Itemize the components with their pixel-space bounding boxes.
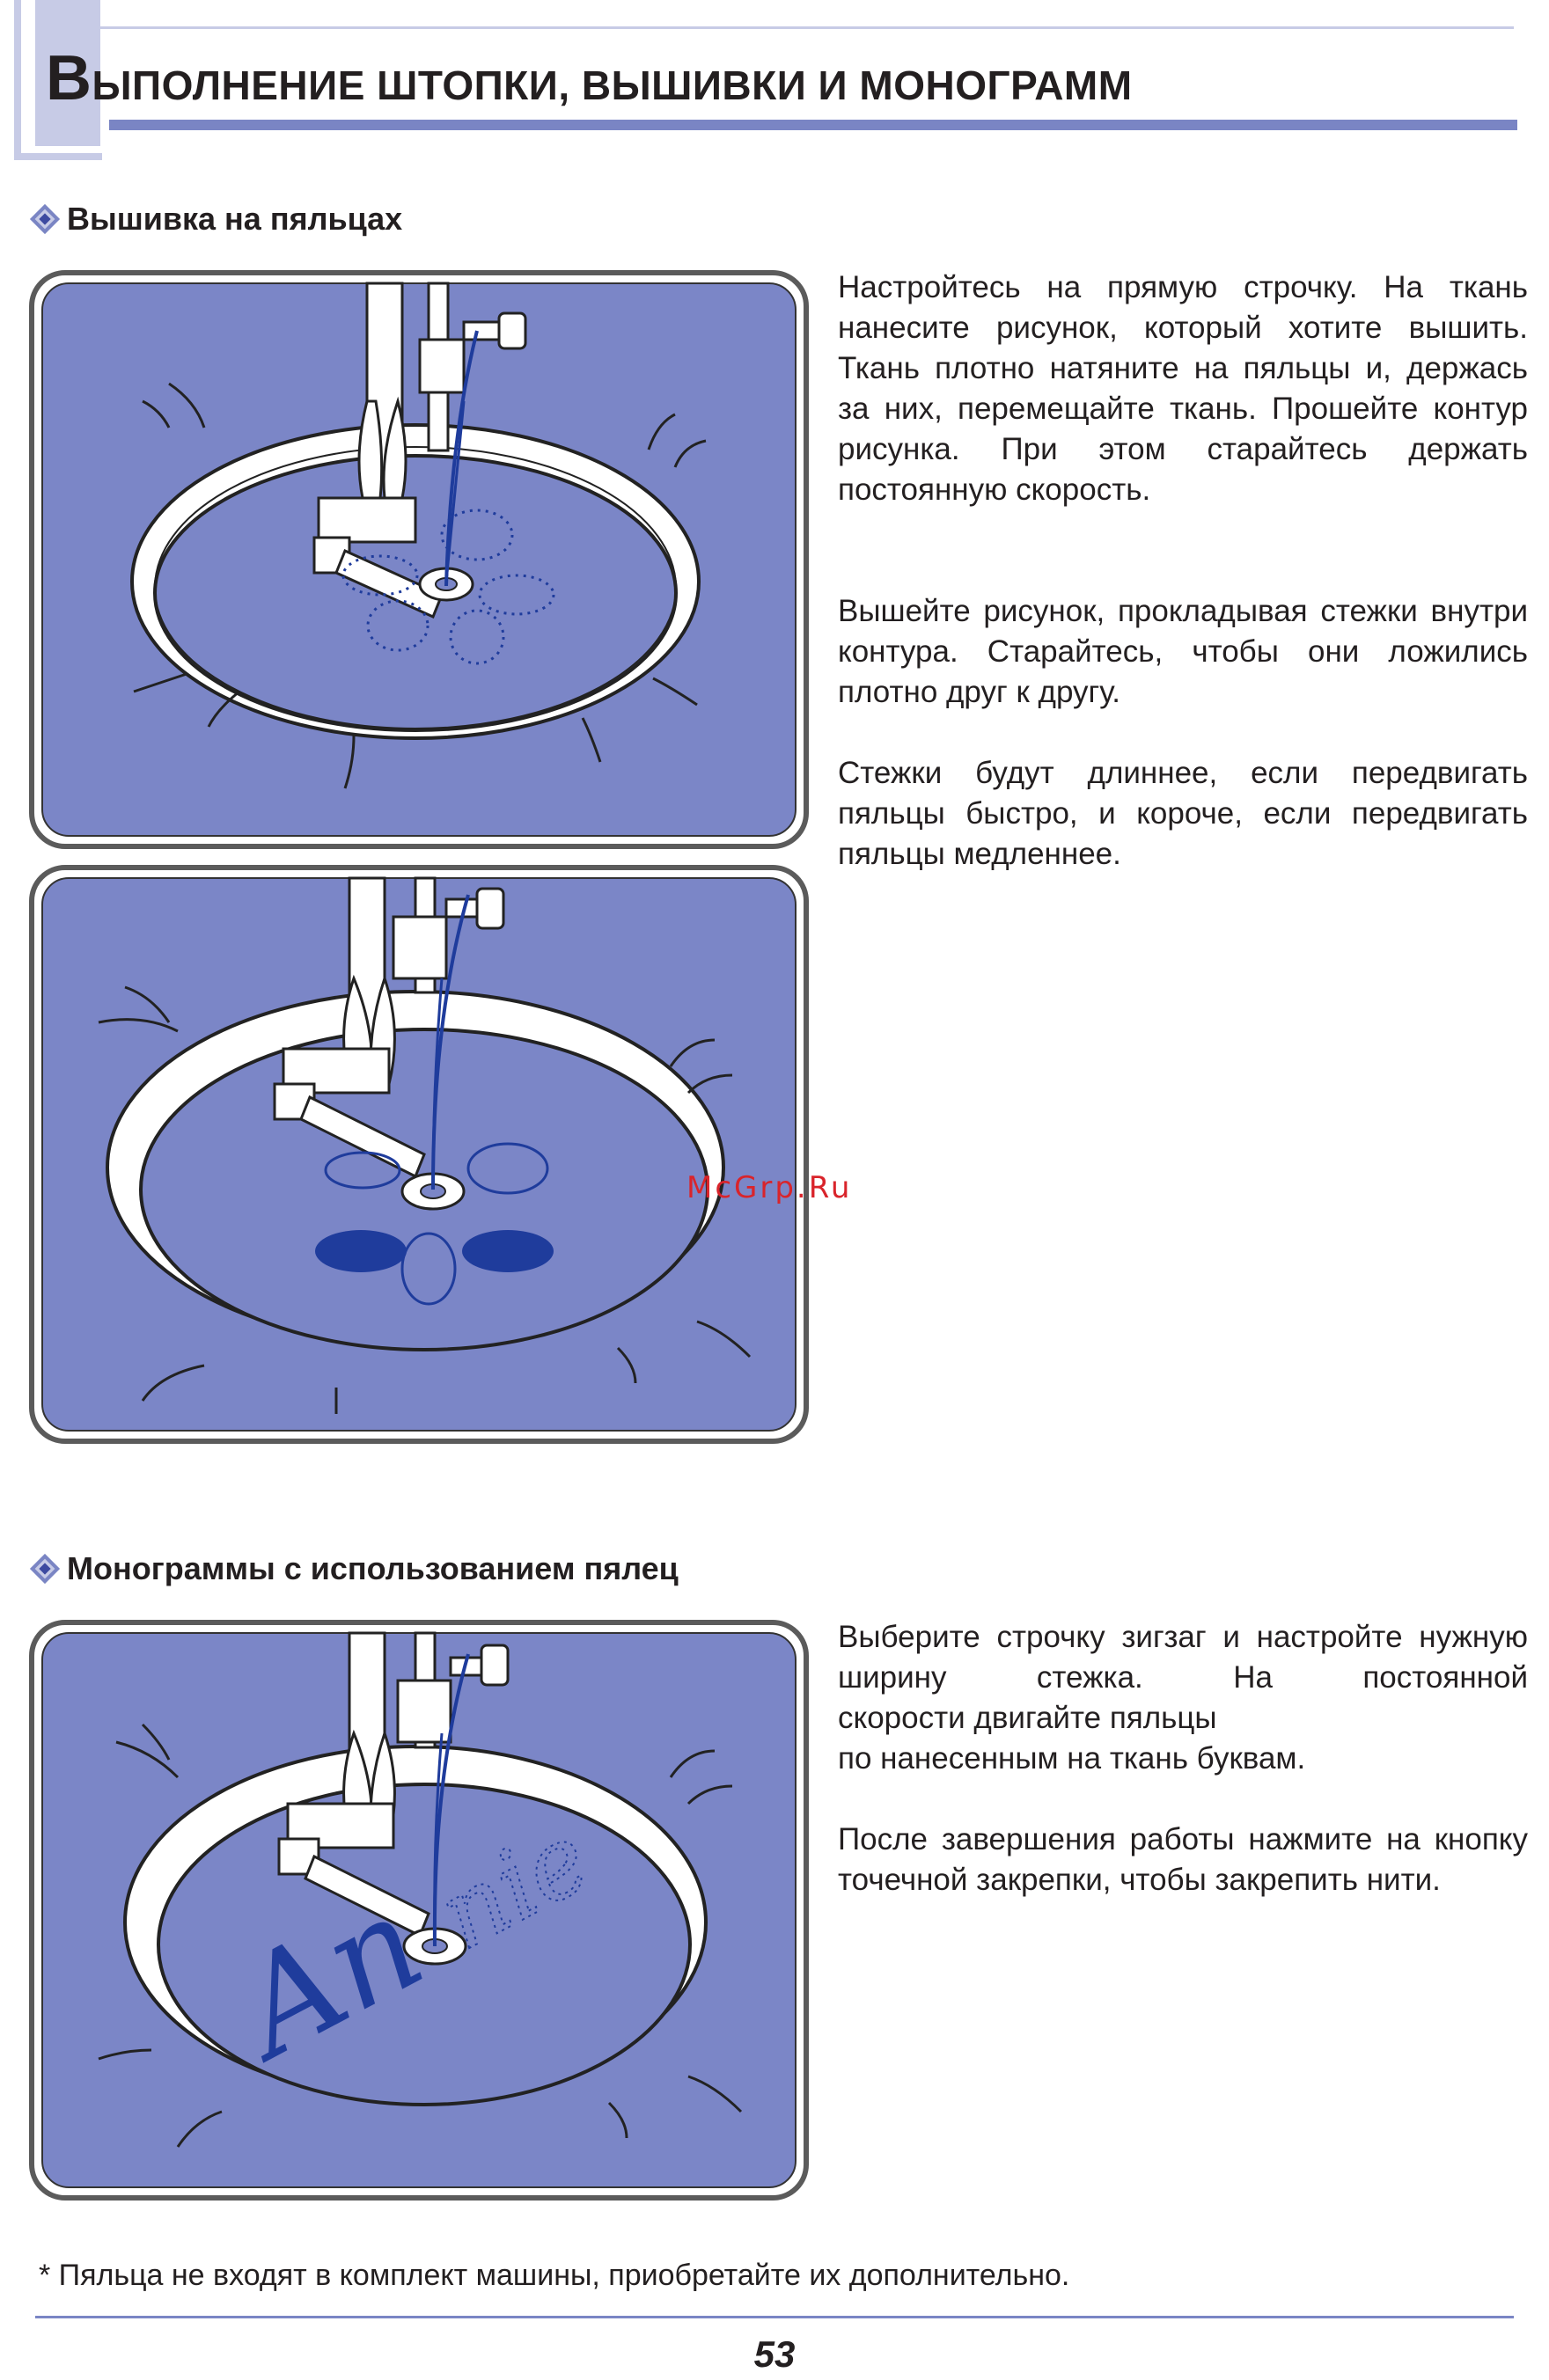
- illustration-monogram-hoop: An nie: [29, 1620, 809, 2201]
- section-heading-label: Монограммы с использованием пялец: [67, 1550, 679, 1586]
- illustration-hoop-fill: [29, 865, 809, 1444]
- page-title-rest: ЫПОЛНЕНИЕ ШТОПКИ, ВЫШИВКИ И МОНОГРАММ: [92, 62, 1133, 108]
- section-heading-label: Вышивка на пяльцах: [67, 201, 403, 237]
- section2-p1-line2: скорости двигайте пяльцы: [838, 1701, 1217, 1735]
- watermark: McGrp.Ru: [686, 1170, 853, 1205]
- diamond-bullet-icon: [29, 1553, 61, 1585]
- section1-paragraph-3: Стежки будут длиннее, если передвигать п…: [838, 756, 1528, 871]
- illustration-hoop-outline: [29, 270, 809, 849]
- section-heading-hoop-embroidery: Вышивка на пяльцах: [28, 201, 402, 238]
- header-top-line: [35, 26, 1514, 29]
- section2-p1-line3: по нанесенным на ткань буквам.: [838, 1741, 1306, 1776]
- header-bracket-horizontal: [14, 153, 102, 160]
- section2-paragraph-1: Выберите строчку зигзаг и настройте нужн…: [838, 1617, 1528, 1779]
- page-title-initial: В: [46, 43, 92, 114]
- diamond-bullet-icon: [29, 203, 61, 235]
- section2-paragraph-2: После завершения работы нажмите на кнопк…: [838, 1822, 1528, 1897]
- section1-paragraph-1: Настройтесь на прямую строчку. На ткань …: [838, 270, 1528, 507]
- section1-paragraph-2: Вышейте рисунок, прокладывая стежки внут…: [838, 594, 1528, 709]
- header-underline-bar: [109, 120, 1517, 130]
- footer-rule: [35, 2316, 1514, 2318]
- header-accent-box: [35, 0, 100, 146]
- page-number: 53: [753, 2333, 796, 2375]
- header-bracket-vertical: [14, 0, 21, 160]
- page-title: ВЫПОЛНЕНИЕ ШТОПКИ, ВЫШИВКИ И МОНОГРАММ: [46, 42, 1133, 114]
- footnote: * Пяльца не входят в комплект машины, пр…: [39, 2259, 1070, 2292]
- section-heading-monograms: Монограммы с использованием пялец: [28, 1550, 679, 1587]
- section2-p1-line1: Выберите строчку зигзаг и настройте нужн…: [838, 1620, 1528, 1695]
